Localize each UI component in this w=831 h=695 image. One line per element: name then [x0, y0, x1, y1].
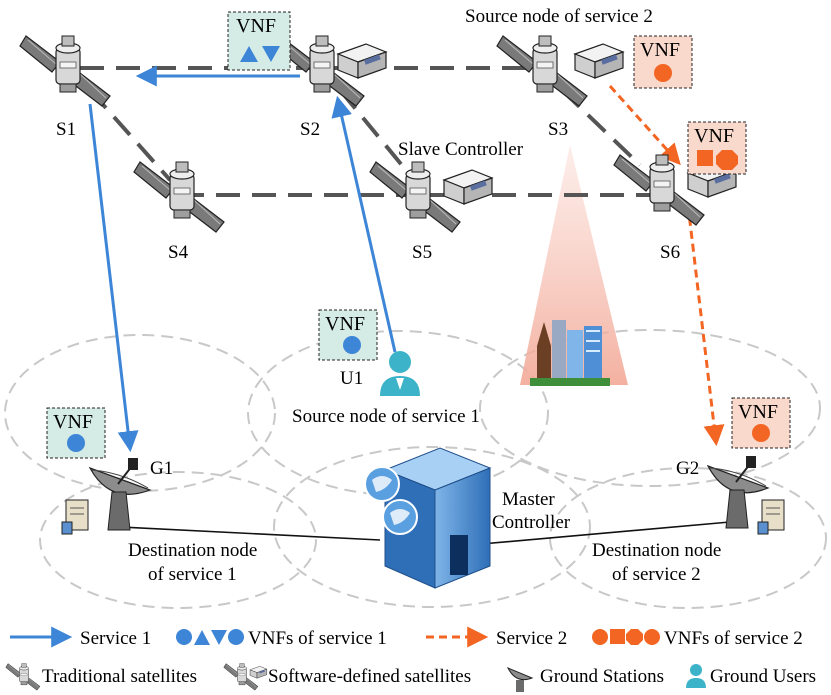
city-icon — [530, 320, 610, 386]
service2-path — [608, 84, 725, 447]
region-g1-upper — [4, 334, 276, 492]
legend: Service 1 VNFs of service 1 Service 2 VN… — [5, 626, 816, 692]
source-node-service1: Source node of service 1 — [292, 406, 480, 427]
master-label-line2: Controller — [492, 512, 571, 533]
sdn-box-s5 — [443, 169, 493, 205]
vnf-box-s3: VNF — [633, 35, 693, 89]
s2-label: S2 — [300, 119, 320, 140]
vnf-triangle-up-icon — [240, 46, 258, 62]
legend-ground-users: Ground Users — [710, 666, 816, 687]
svg-text:VNF: VNF — [640, 39, 680, 61]
vnf-circle-icon — [752, 424, 770, 442]
svg-text:VNF: VNF — [325, 313, 365, 335]
g2-label: G2 — [676, 458, 699, 479]
satellite-s3 — [496, 35, 588, 107]
satellite-s1 — [19, 35, 111, 107]
legend-triangle-down-icon — [211, 630, 227, 645]
legend-sdn-box-icon — [249, 666, 268, 679]
vnf-box-s2: VNF — [227, 11, 291, 71]
ground-station-g1-icon — [88, 458, 152, 531]
region-city — [479, 329, 821, 487]
s1-label: S1 — [56, 119, 76, 140]
region-master — [273, 446, 591, 608]
satellite-beam — [520, 145, 628, 385]
ground-links — [119, 521, 731, 546]
svg-text:VNF: VNF — [236, 15, 276, 37]
legend-service2: Service 2 — [496, 628, 567, 649]
sdn-box-s3 — [574, 43, 624, 79]
sdn-box-s2 — [337, 43, 387, 79]
dest2-label-line2: of service 2 — [612, 564, 701, 585]
s3-label: S3 — [548, 119, 568, 140]
s4-label: S4 — [168, 242, 189, 263]
u1-label: U1 — [340, 368, 363, 389]
vnf-box-u1: VNF — [318, 309, 378, 361]
legend-triangle-up-icon — [194, 630, 210, 645]
master-label-line1: Master — [502, 489, 555, 510]
legend-sdn-satellite-icon — [223, 663, 259, 691]
legend-service1: Service 1 — [80, 628, 151, 649]
slave-controller-label: Slave Controller — [398, 139, 524, 160]
master-controller-icon — [364, 447, 492, 589]
legend-square-icon — [610, 629, 625, 644]
server-g1-icon — [61, 499, 89, 535]
vnf-octagon-icon — [716, 150, 738, 170]
ground-user-icon — [380, 351, 420, 396]
s6-label: S6 — [660, 242, 680, 263]
dest1-label-line2: of service 1 — [148, 564, 237, 585]
satellite-s4 — [133, 161, 225, 233]
legend-ground-user-icon — [686, 664, 706, 688]
vnf-square-icon — [697, 150, 713, 166]
svg-text:VNF: VNF — [53, 411, 93, 433]
vnf-circle-icon — [343, 336, 361, 354]
vnf-triangle-down-icon — [262, 46, 280, 62]
source-node-service2: Source node of service 2 — [465, 6, 653, 27]
legend-circle-icon — [644, 629, 660, 645]
vnf-circle-icon — [67, 434, 85, 452]
vnf-box-g1: VNF — [46, 407, 106, 459]
region-u1 — [247, 330, 549, 496]
legend-ground-station-icon — [506, 667, 534, 692]
region-g1-lower — [39, 471, 317, 609]
ground-station-g2-icon — [706, 456, 770, 529]
svg-text:VNF: VNF — [694, 125, 734, 147]
vnf-circle-icon — [654, 64, 672, 82]
server-g2-icon — [757, 499, 785, 535]
s5-label: S5 — [412, 242, 432, 263]
vnf-box-s6: VNF — [687, 121, 747, 175]
legend-ground-stations: Ground Stations — [540, 666, 664, 687]
legend-software: Software-defined satellites — [268, 666, 471, 687]
vnf-box-g2: VNF — [731, 397, 791, 449]
coverage-regions — [4, 329, 827, 609]
legend-circle-icon — [592, 629, 608, 645]
service1-path — [88, 65, 397, 453]
region-g2 — [549, 467, 827, 609]
svg-text:VNF: VNF — [738, 401, 778, 423]
legend-traditional: Traditional satellites — [42, 666, 197, 687]
legend-vnfs2: VNFs of service 2 — [664, 628, 803, 649]
legend-circle-icon — [228, 629, 244, 645]
legend-circle-icon — [176, 629, 192, 645]
legend-traditional-satellite-icon — [5, 663, 41, 691]
dest2-label-line1: Destination node — [592, 540, 721, 561]
legend-octagon-icon — [626, 629, 643, 645]
dest1-label-line1: Destination node — [128, 540, 257, 561]
legend-vnfs1: VNFs of service 1 — [248, 628, 387, 649]
g1-label: G1 — [150, 458, 173, 479]
